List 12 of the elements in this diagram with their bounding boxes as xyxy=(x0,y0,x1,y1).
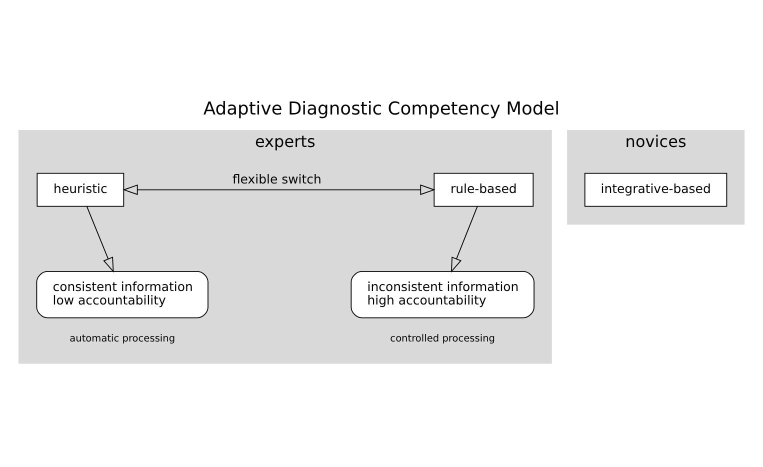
node-label: controlled processing xyxy=(390,334,496,345)
node-label: automatic processing xyxy=(70,334,176,345)
arrow xyxy=(451,206,478,273)
node-box: heuristic xyxy=(36,172,124,207)
node-box: rule-based xyxy=(434,172,534,207)
arrow xyxy=(86,206,114,273)
node-box: consistent information low accountability xyxy=(36,270,208,318)
node-box: inconsistent information high accountability xyxy=(350,270,534,318)
diagram-title: Adaptive Diagnostic Competency Model xyxy=(203,98,560,120)
node-box: integrative-based xyxy=(584,172,728,207)
edge-label: flexible switch xyxy=(232,172,322,187)
arrow xyxy=(122,184,436,196)
